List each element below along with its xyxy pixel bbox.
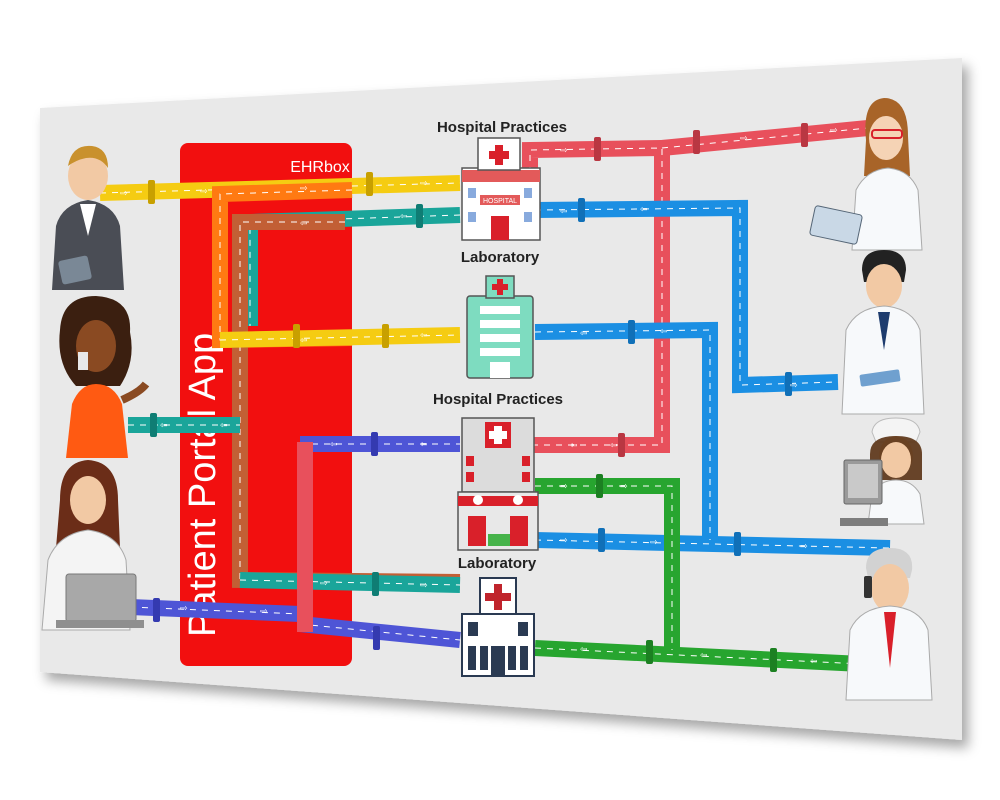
svg-text:⇦: ⇦: [810, 657, 818, 667]
svg-text:⇨: ⇨: [120, 189, 128, 199]
svg-text:⇦: ⇦: [300, 219, 308, 229]
hospital-sign-label: HOSPITAL: [483, 198, 517, 205]
app-box-title: EHRbox: [290, 159, 350, 176]
svg-text:⇦: ⇦: [580, 329, 588, 339]
clinic-building[interactable]: [461, 577, 535, 677]
svg-text:⇦: ⇦: [640, 205, 648, 215]
svg-text:⇨: ⇨: [830, 126, 838, 136]
svg-text:⇦: ⇦: [420, 331, 428, 341]
laboratory-label-1: Laboratory: [461, 249, 540, 266]
svg-text:⇦: ⇦: [330, 440, 338, 450]
svg-text:⇦: ⇦: [300, 336, 308, 346]
svg-text:⇨: ⇨: [320, 579, 328, 589]
svg-text:⇨: ⇨: [620, 482, 628, 492]
svg-text:⇦: ⇦: [160, 421, 168, 431]
nurse-at-computer-icon: [840, 417, 925, 526]
svg-text:⇨: ⇨: [790, 381, 798, 391]
pipe-yellow-lab: [219, 327, 461, 348]
svg-text:⇨: ⇨: [560, 482, 568, 492]
svg-text:⇨: ⇨: [740, 134, 748, 144]
svg-text:⇦: ⇦: [610, 441, 618, 451]
svg-text:⇨: ⇨: [420, 179, 428, 189]
businessman-icon: [52, 145, 124, 290]
woman-on-phone-icon: [59, 296, 150, 458]
doctor-with-tablet-icon: [841, 250, 925, 415]
pipe-couplings: [148, 123, 808, 672]
svg-text:⇦: ⇦: [400, 212, 408, 222]
svg-text:⇨: ⇨: [200, 187, 208, 197]
svg-text:⇨: ⇨: [560, 146, 568, 156]
svg-text:⇨: ⇨: [300, 184, 308, 194]
hospital-building[interactable]: HOSPITAL: [461, 137, 541, 241]
svg-text:⇨: ⇨: [560, 536, 568, 546]
svg-text:⇦: ⇦: [570, 441, 578, 451]
svg-text:⇨: ⇨: [800, 542, 808, 552]
svg-text:⇦: ⇦: [420, 440, 428, 450]
laboratory-label-2: Laboratory: [458, 555, 537, 572]
svg-text:⇦: ⇦: [700, 651, 708, 661]
flow-arrows: ⇨⇨⇨⇨ ⇦⇦ ⇦⇦ ⇦⇦ ⇦⇦ ⇨⇨ ⇨⇨ ⇨⇨⇨ ⇦⇦⇨ ⇦⇦ ⇦⇦ ⇨⇨ …: [120, 126, 838, 667]
hospital-practices-label-1: Hospital Practices: [437, 119, 567, 136]
svg-text:⇦: ⇦: [220, 421, 228, 431]
svg-text:⇨: ⇨: [420, 581, 428, 591]
laboratory-building[interactable]: [466, 275, 534, 379]
doctor-on-phone-icon: [845, 548, 933, 701]
hospital-building-large[interactable]: [457, 417, 539, 551]
app-name-label: Patient Portal App: [182, 333, 224, 637]
svg-text:⇦: ⇦: [560, 207, 568, 217]
svg-text:⇨: ⇨: [180, 604, 188, 614]
doctor-with-laptop-icon: [809, 98, 923, 251]
hospital-practices-label-2: Hospital Practices: [433, 391, 563, 408]
svg-text:⇨: ⇨: [260, 607, 268, 617]
svg-text:⇦: ⇦: [660, 327, 668, 337]
woman-with-laptop-icon: [41, 460, 144, 631]
pipe-teal-lower: [239, 572, 461, 593]
svg-text:⇨: ⇨: [650, 538, 658, 548]
svg-text:⇦: ⇦: [580, 645, 588, 655]
pipe-green: [534, 478, 863, 672]
